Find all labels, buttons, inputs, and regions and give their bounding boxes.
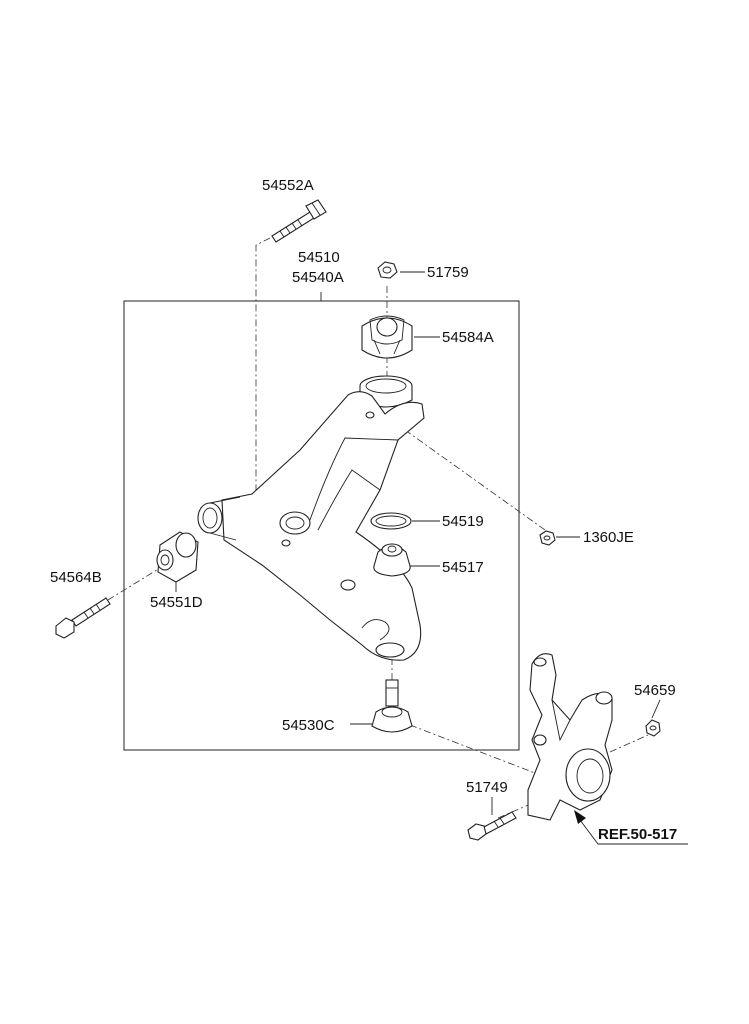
label-54519: 54519	[442, 513, 484, 530]
nut-54659	[645, 719, 661, 737]
bolt-54564B	[55, 597, 111, 639]
nut-1360JE	[539, 530, 556, 546]
bushing-54551D	[156, 531, 199, 583]
ball-joint-54530C	[371, 679, 413, 733]
label-54564B: 54564B	[50, 569, 102, 586]
label-51749: 51749	[466, 779, 508, 796]
label-54552A: 54552A	[262, 177, 314, 194]
lower-control-arm	[197, 391, 425, 661]
label-54584A: 54584A	[442, 329, 494, 346]
label-54659: 54659	[634, 682, 676, 699]
label-51759: 51759	[427, 264, 469, 281]
steering-knuckle	[527, 653, 613, 821]
leader-lines	[175, 271, 688, 845]
bolt-54552A	[271, 199, 327, 243]
label-1360JE: 1360JE	[583, 529, 634, 546]
bolt-51749	[467, 811, 517, 841]
assembly-frame	[123, 300, 520, 751]
label-54551D: 54551D	[150, 594, 203, 611]
ref-arrow-icon	[574, 810, 586, 824]
label-54510: 54510	[298, 249, 340, 266]
label-ref: REF.50-517	[598, 826, 677, 843]
nut-51759	[377, 261, 398, 279]
label-54530C: 54530C	[282, 717, 335, 734]
label-54540A: 54540A	[292, 269, 344, 286]
label-54517: 54517	[442, 559, 484, 576]
bushing-54584A	[361, 315, 413, 359]
snap-ring-54519	[370, 512, 412, 530]
dust-cover-54517	[373, 543, 411, 577]
